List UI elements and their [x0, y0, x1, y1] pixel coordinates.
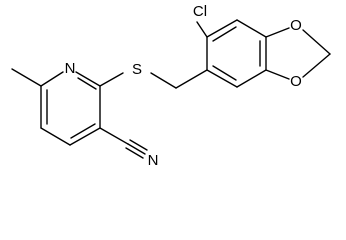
- bond-c3-cn: [99, 127, 129, 145]
- bond-b2-b3: [206, 19, 238, 38]
- bond-b3-b4: [236, 19, 267, 38]
- bond-b5-b6: [236, 69, 267, 88]
- bond-b6-b1-inner: [212, 65, 237, 81]
- atom-label-chlorine: Cl: [193, 3, 207, 20]
- bond-s-ch2: [150, 72, 177, 89]
- bond-b4-o-top: [265, 27, 290, 38]
- bond-c3-c4: [69, 127, 101, 146]
- bond-b2-b3-inner: [212, 26, 237, 42]
- atom-label-sulfur: S: [132, 61, 142, 78]
- bond-triple-3: [125, 147, 144, 159]
- bond-triple-2: [129, 139, 148, 151]
- bond-o-bottom-b5: [265, 69, 290, 80]
- bond-ch2-benzene: [175, 69, 208, 89]
- benzene-ring: [206, 19, 267, 88]
- chemical-structure-diagram: N S Cl O O N: [11, 3, 331, 169]
- bond-c2-s: [99, 72, 124, 87]
- bond-c6-n1: [40, 71, 64, 87]
- bond-b6-b1: [206, 69, 238, 88]
- atom-label-pyridine-n: N: [65, 60, 76, 77]
- bond-n1-c2: [75, 71, 101, 87]
- bond-triple-1: [127, 143, 146, 155]
- bond-methyl: [11, 68, 42, 87]
- atom-label-oxygen-bottom: O: [290, 73, 302, 90]
- pyridine-ring: [40, 71, 101, 146]
- bond-c3-c4-inner: [70, 123, 96, 139]
- nitrile-group: [99, 127, 148, 159]
- dioxole-ring: [265, 27, 331, 80]
- atom-label-nitrile-n: N: [148, 152, 159, 169]
- bond-c4-c5: [40, 127, 71, 146]
- bond-ch2-o-bottom: [302, 53, 331, 78]
- bond-n1-c2-inner: [77, 77, 97, 90]
- bond-o-top-ch2: [302, 29, 331, 55]
- bond-cl: [196, 21, 208, 38]
- atom-label-oxygen-top: O: [290, 17, 302, 34]
